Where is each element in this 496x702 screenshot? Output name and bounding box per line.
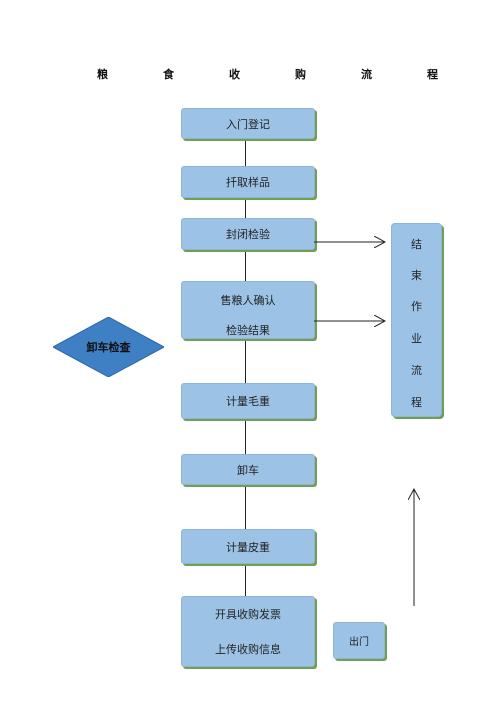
connector-line	[245, 563, 246, 596]
step-label: 计量皮重	[226, 540, 270, 554]
connector-line	[245, 418, 246, 454]
step-entry-registration: 入门登记	[181, 108, 315, 139]
exit-box: 出门	[333, 622, 385, 659]
title-char-1: 粮	[97, 68, 108, 81]
decision-diamond	[53, 317, 164, 377]
step-label: 入门登记	[226, 117, 270, 131]
title-char-3: 收	[229, 68, 240, 81]
step-tare-weight: 计量皮重	[181, 529, 315, 564]
end-box-char: 结	[411, 238, 422, 251]
connector-line	[245, 249, 246, 281]
title-char-6: 程	[427, 68, 438, 81]
connector-line	[245, 197, 246, 218]
decision-label: 卸车检查	[86, 341, 131, 354]
step-take-sample: 扦取样品	[181, 166, 315, 198]
end-box-char: 程	[411, 396, 422, 409]
title-char-4: 购	[295, 68, 306, 81]
title-char-5: 流	[361, 68, 372, 81]
title-char-2: 食	[163, 68, 174, 81]
end-box-char: 作	[411, 300, 422, 313]
end-process-box: 结 束 作 业 流 程	[391, 223, 442, 417]
step-label-line2: 检验结果	[226, 324, 270, 337]
step-label: 扦取样品	[226, 176, 270, 189]
step-seller-confirm: 售粮人确认 检验结果	[181, 281, 315, 339]
step-label-line1: 售粮人确认	[220, 294, 276, 307]
step-label: 封闭检验	[226, 228, 270, 241]
connector-line	[245, 484, 246, 529]
step-invoice-upload: 开具收购发票 上传收购信息	[181, 596, 315, 667]
exit-label: 出门	[349, 637, 369, 648]
step-label-line1: 开具收购发票	[215, 608, 281, 622]
step-sealed-inspection: 封闭检验	[181, 218, 315, 250]
end-box-char: 流	[411, 364, 422, 377]
connector-line	[245, 338, 246, 383]
step-gross-weight: 计量毛重	[181, 383, 315, 419]
end-box-char: 业	[411, 332, 422, 345]
step-label: 卸车	[237, 463, 259, 477]
step-label: 计量毛重	[226, 395, 270, 408]
step-unload: 卸车	[181, 454, 315, 485]
end-box-char: 束	[411, 269, 422, 282]
step-label-line2: 上传收购信息	[215, 642, 281, 656]
connector-line	[245, 138, 246, 166]
